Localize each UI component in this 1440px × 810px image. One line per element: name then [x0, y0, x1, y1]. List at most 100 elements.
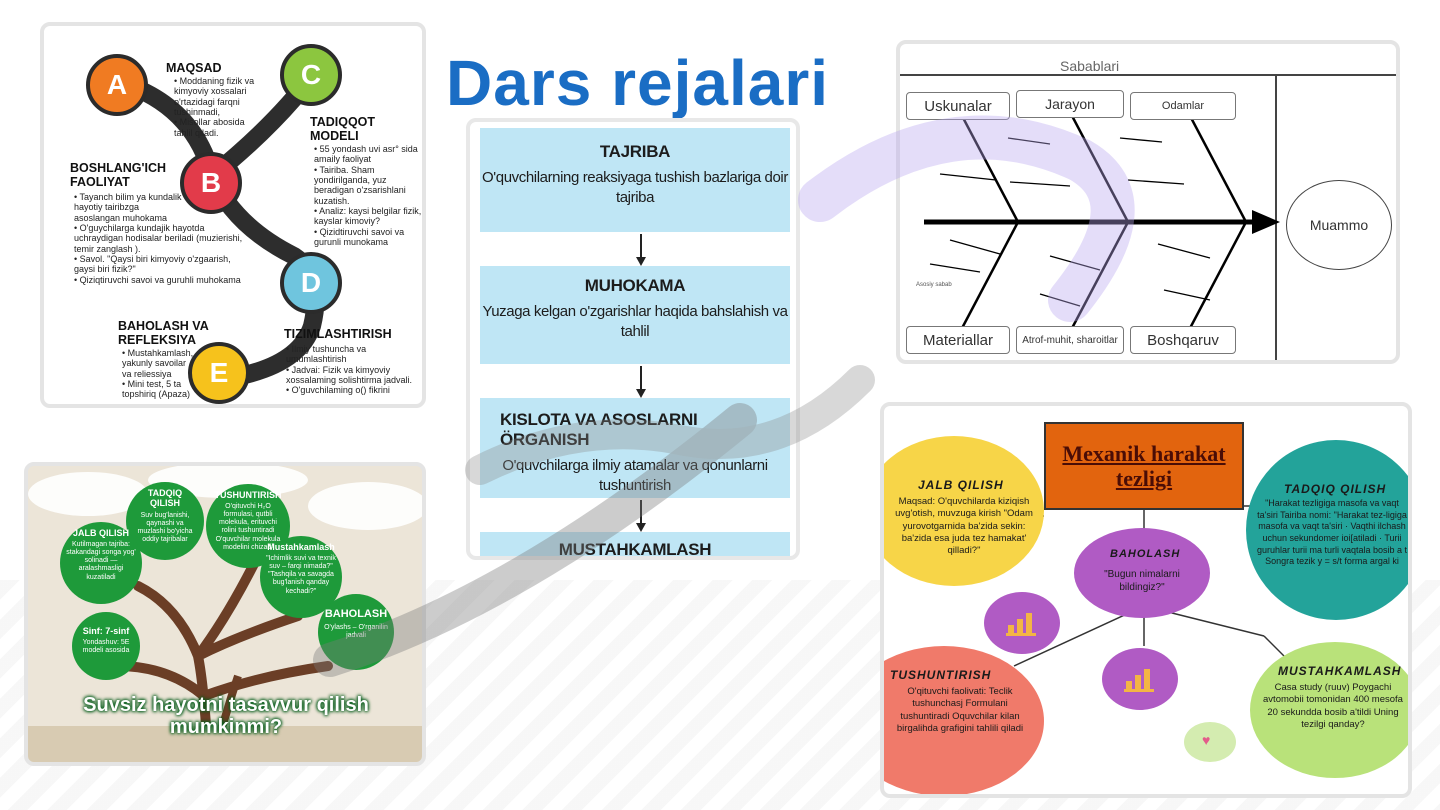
tree-illustration [28, 466, 422, 762]
flow-arrow [636, 500, 646, 532]
flow-text: O'quvchilarga ilmiy atamalar va qonunlar… [502, 457, 768, 495]
boshlang-bullet: • Tayanch bilim ya kundalik hayotiy tair… [74, 192, 182, 223]
flow-text: Yuzaga kelgan o'zgarishlar haqida bahsla… [482, 303, 788, 341]
mindmap-tadqiq-blob [1246, 440, 1408, 620]
mindmap-title: Mexanik harakat tezligi [1062, 440, 1226, 491]
flow-block-muhokama: MUHOKAMA Yuzaga kelgan o'zgarishlar haqi… [480, 266, 790, 364]
mindmap-card[interactable]: Mexanik harakat tezligi JALB QILISH Maqs… [880, 402, 1412, 798]
tadqiqot-bullet: • Tairiba. Sham yondirilganda, yuz berad… [314, 164, 406, 206]
circle-b: B [180, 152, 242, 214]
circle-a: A [86, 54, 148, 116]
mindmap-baholash-text: "Bugun nimalarni bildingiz?" [1104, 569, 1180, 593]
flow-heading: KISLOTA VA ASOSLARNI ÖRGANISH [500, 410, 698, 449]
maqsad-title: MAQSAD [166, 61, 222, 75]
tree-leaf-title: BAHOLASH [324, 608, 388, 620]
mindmap-jalb-blob [884, 436, 1044, 586]
fishbone-diagram [924, 74, 1280, 360]
mindmap-baholash-title: BAHOLASH [1110, 548, 1181, 560]
mindmap-tushun-blob [884, 646, 1044, 794]
tadqiqot-bullet: • 55 yondash uvi asr° sida amaily faoliy… [314, 144, 418, 165]
mindmap-tushun-text: O'qituvchi faolivati: Teclik tushunchasj… [896, 686, 1024, 735]
bar-icon-left [1006, 612, 1036, 636]
tree-leaf-jalb: JALB QILISH Kutilmagan tajriba: stakanda… [60, 522, 142, 604]
circle-d: D [280, 252, 342, 314]
tizim-bullet: • Ilmiy tushuncha va umumlashtirish [286, 344, 367, 365]
tizim-title: TIZIMLASHTIRISH [284, 327, 392, 341]
maqsad-text: • Moddaning fizik va kimyoviy xossalari … [166, 76, 264, 138]
baholash-bullet: • Mini test, 5 ta topshiriq (Apaza) [122, 379, 191, 400]
tadqiqot-bullet: • Qizidtiruvchi savoi va gurunli munokam… [314, 226, 405, 248]
boshlang-title: BOSHLANG'ICH FAOLIYAT [70, 161, 167, 189]
fishbone-bottom-atrof: Atrof-muhit, sharoitlar [1016, 326, 1124, 354]
fishbone-header: Sabablari [900, 44, 1396, 76]
fishbone-top-odamlar: Odamlar [1130, 92, 1236, 120]
maqsad-bullet: • Moddaning fizik va kimyoviy xossalari … [174, 76, 255, 118]
flow-block-tajriba: TAJRIBA O'quvchilarning reaksiyaga tushi… [480, 128, 790, 232]
tree-leaf-title: JALB QILISH [72, 528, 129, 538]
mindmap-mustah-title: MUSTAHKAMLASH [1278, 664, 1402, 678]
tizim-bullet: • O'guvchilaming o() fikrini [286, 385, 390, 396]
flow-block-mustahkamlash: MUSTAHKAMLASH [480, 532, 790, 559]
flow-arrow [636, 234, 646, 266]
chat-heart-icon [1184, 722, 1236, 762]
mindmap-title-box: Mexanik harakat tezligi [1044, 422, 1244, 510]
fishbone-bottom-boshqaruv: Boshqaruv [1130, 326, 1236, 354]
circle-e: E [188, 342, 250, 404]
boshlang-text: • Tayanch bilim ya kundalik hayotiy tair… [66, 192, 246, 285]
tree-leaf-title: TADQIQ QILISH [147, 488, 183, 509]
boshlang-bullet: • Savol. "Qaysi biri kimyoviy o'zgaarish… [74, 254, 231, 275]
tree-leaf-text: Kutilmagan tajriba: stakandagi songa yog… [66, 541, 136, 581]
tadqiqot-text: • 55 yondash uvi asr° sida amaily faoliy… [306, 144, 422, 248]
tree-leaf-title: Sinf: 7-sinf [82, 626, 130, 636]
mindmap-baholash-blob [1074, 528, 1210, 618]
circle-c: C [280, 44, 342, 106]
mindmap-tadqiq-text: "Harakat tezligiga masofa va vaqt ta'sir… [1256, 498, 1408, 567]
boshlang-bullet: • Qiziqtiruvchi savoi va guruhli muhokam… [74, 274, 241, 285]
boshlang-bullet: • O'guychilarga kundajik hayotda uchrayd… [74, 223, 243, 254]
tree-leaf-text: "Ichimlik suvi va texnik suv – farqi nim… [266, 555, 336, 595]
flow-block-kislota: KISLOTA VA ASOSLARNI ÖRGANISH O'quvchila… [480, 398, 790, 498]
mindmap-mustah-blob [1250, 642, 1408, 778]
fishbone-bottom-materiallar: Materiallar [906, 326, 1010, 354]
tree-leaf-title: TUSHUNTIRISH [214, 490, 282, 500]
baholash-title: BAHOLASH VA REFLEKSIYA [118, 319, 209, 347]
baholash-text: • Mustahkamlash, yakunly savoilar va rel… [114, 348, 198, 400]
fishbone-header-label: Sabablari [1060, 58, 1120, 74]
tree-leaf-baholash: BAHOLASH O'ylashs – O'rganilin jadvali [318, 594, 394, 670]
fishbone-card[interactable]: Sabablari Uskunalar [896, 40, 1400, 364]
fishbone-top-uskunalar: Uskunalar [906, 92, 1010, 120]
mindmap-jalb-title: JALB QILISH [918, 478, 1004, 492]
flow-heading: MUHOKAMA [584, 276, 686, 295]
tree-leaf-mustahkamlash: Mustahkamlash "Ichimlik suvi va texnik s… [260, 536, 342, 618]
mindmap-jalb-text: Maqsad: O'quvchilarda kiziqish uvg'otish… [895, 496, 1033, 557]
mindmap-tadqiq-title: TADQIQ QILISH [1284, 482, 1387, 496]
tree-leaf-sinf: Sinf: 7-sinf Yondashuv: 5E modeli asosid… [72, 612, 140, 680]
baholash-bullet: • Mustahkamlash, yakunly savoilar va rel… [122, 348, 194, 379]
fishbone-top-jarayon: Jarayon [1016, 90, 1124, 118]
mindmap-mustah-text: Casa study (ruuv) Poygachi avtomobii tom… [1263, 682, 1403, 731]
tree-card[interactable]: TADQIQ QILISH Suv bug'lanishi, qaynashi … [24, 462, 426, 766]
tree-leaf-title: Mustahkamlash [267, 542, 335, 552]
tree-leaf-text: O'ylashs – O'rganilin jadvali [324, 623, 388, 639]
tree-leaf-text: Suv bug'lanishi, qaynashi va muzlashi bo… [137, 511, 193, 543]
flow-heading: TAJRIBA [599, 142, 671, 161]
fishbone-effect: Muammo [1286, 180, 1392, 270]
flowchart-card[interactable]: TAJRIBA O'quvchilarning reaksiyaga tushi… [466, 118, 800, 560]
slide-title: Dars rejalari [446, 47, 830, 119]
tizim-text: • Ilmiy tushuncha va umumlashtirish • Ja… [278, 344, 422, 396]
flow-text: O'quvchilarning reaksiyaga tushish bazla… [482, 169, 788, 207]
flow-arrow [636, 366, 646, 398]
bar-icon-center [1124, 668, 1154, 692]
maqsad-bullet: • Misollar abosida tahlil qiladi. [174, 117, 245, 138]
flow-heading: MUSTAHKAMLASH [558, 540, 712, 559]
tadqiqot-bullet: • Analiz: kaysi belgilar fizik, kayslar … [314, 206, 422, 227]
tree-leaf-text: Yondashuv: 5E modeli asosida [82, 639, 130, 655]
tizim-bullet: • Jadvai: Fizik va kimyoviy xossalaming … [286, 364, 413, 386]
heart-icon: ♥ [1202, 732, 1211, 748]
tadqiqot-title: TADIQQOT MODELI [310, 115, 376, 143]
tree-leaf-text: O'qituvchi H₂O formulasi, qutbli molekul… [215, 503, 281, 551]
tree-banner: Suvsiz hayotni tasavvur qilish mumkinmi? [83, 694, 369, 738]
abcde-model-card[interactable]: A C B D E MAQSAD • Moddaning fizik va ki… [40, 22, 426, 408]
fishbone-small-label: Asosiy sabab [916, 282, 952, 288]
